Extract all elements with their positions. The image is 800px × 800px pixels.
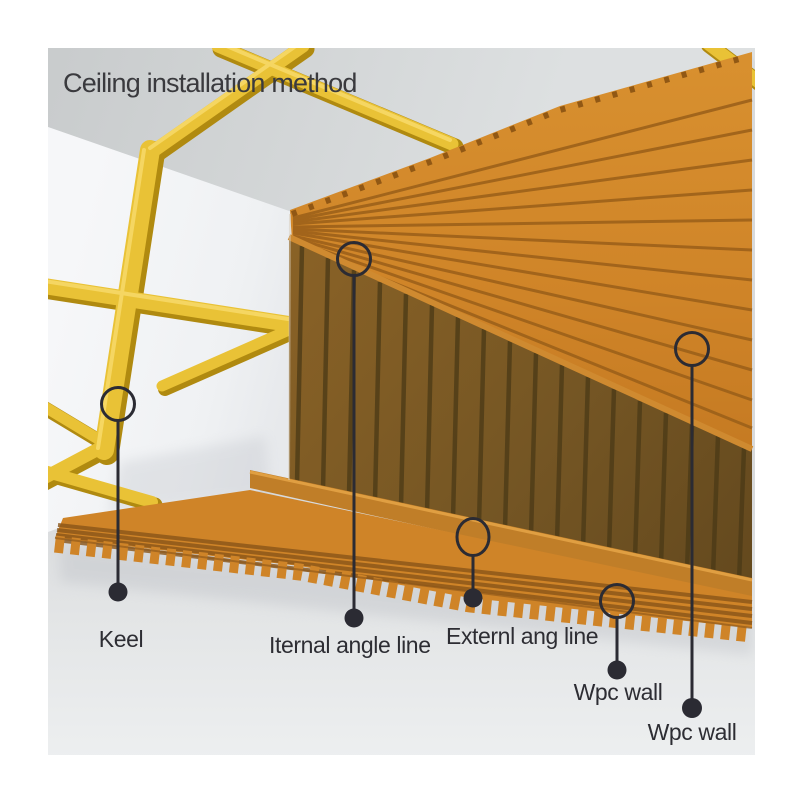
slat-gap-line [57,523,753,604]
keel-beam [48,402,109,448]
external-angle-trim [250,470,752,600]
keel-beam-highlight [148,48,297,150]
callout-wpc-wall-1-dot [607,660,627,680]
callout-lines [100,241,710,699]
ridge-line [292,158,753,224]
plank-line [710,435,721,577]
label-keel: Keel [98,626,144,652]
label-wpc-wall-2: Wpc wall [647,719,737,745]
keel-frame-highlights [48,48,452,450]
callout-dots [108,582,702,718]
corner-edge [288,213,291,481]
callout-keel-dot [108,582,128,602]
plank-line [580,376,591,549]
slat-gap-line [56,528,753,611]
plank-line [736,447,747,583]
keel-beam-highlight [226,48,452,142]
slat-fascia-bottom-edge [54,537,753,629]
label-wpc-wall-1: Wpc wall [573,679,663,705]
plank-line [502,340,513,531]
slat-fascia [55,490,752,628]
plank-line [450,316,461,520]
label-internal-angle-line: Iternal angle line [269,632,431,658]
slat-fascia-teeth [54,535,753,643]
plank-line [398,293,409,508]
keel-beam-highlight [48,279,290,321]
keel-beam [211,48,459,151]
ridge-line [292,98,753,220]
diagram-title: Ceiling installation method [63,68,357,98]
plank-line [476,328,487,525]
panel-end-teeth-top [290,53,751,217]
ridge-line [292,188,753,226]
keel-beam [156,324,295,392]
ridge-line [292,229,753,282]
internal-angle-trim [287,234,754,452]
plank-line [372,281,383,502]
callout-internal-angle-dot [344,608,364,628]
ridge-line [292,218,753,229]
ridge-line [292,128,753,222]
callout-external-angle-dot [463,588,483,608]
plank-line [294,245,305,485]
keel-beam [48,278,297,332]
plank-line [606,388,617,554]
plank-line [554,364,565,543]
ridge-line [292,227,753,252]
ridge-line [292,231,753,312]
plank-line [528,352,539,537]
callout-wpc-wall-2-dot [682,698,702,718]
plank-line [658,412,669,566]
plank-line [320,257,331,491]
keel-beam-highlight [96,148,146,450]
plank-line [424,304,435,514]
keel-beam [145,48,310,159]
keel-beam [48,465,158,508]
external-angle-trim-highlight [249,470,753,582]
slat-gap-line [55,533,753,618]
label-external-angle-line: Externl ang line [446,623,599,649]
plank-line [632,400,643,560]
